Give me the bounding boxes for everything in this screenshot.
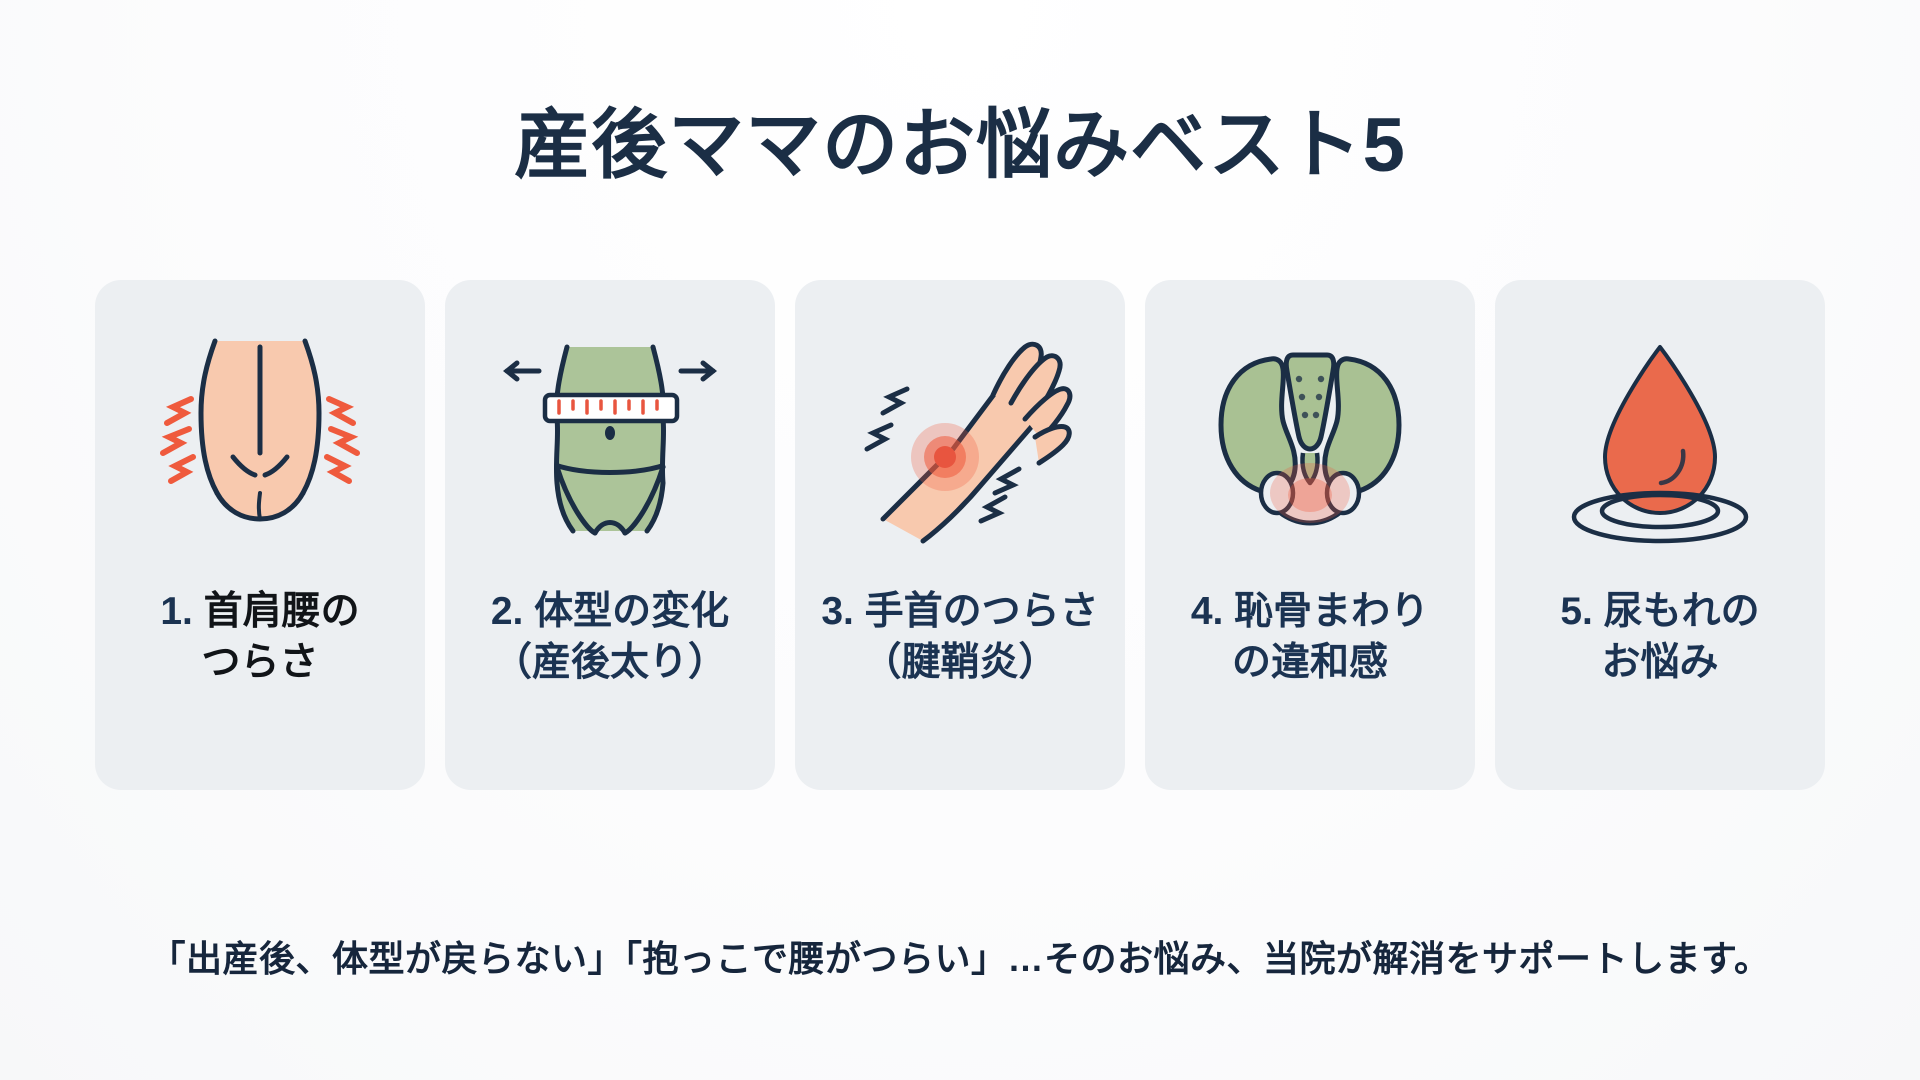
title-container: 産後ママのお悩みベスト5 xyxy=(0,104,1920,188)
concern-card-3[interactable]: 3. 手首のつらさ （腱鞘炎） xyxy=(795,279,1125,790)
concern-card-5-line2: お悩み xyxy=(1601,641,1719,685)
concern-card-4-line2: の違和感 xyxy=(1231,641,1388,685)
concern-card-2-line1: 体型の変化 xyxy=(523,589,730,633)
concern-card-1-number: 1. xyxy=(160,589,193,633)
waist-measuring-tape-icon xyxy=(485,326,735,556)
concern-card-5[interactable]: 5. 尿もれの お悩み xyxy=(1495,279,1825,790)
concern-card-4[interactable]: 4. 恥骨まわり の違和感 xyxy=(1145,279,1475,790)
concern-card-5-line1: 尿もれの xyxy=(1592,589,1760,633)
back-torso-pain-icon xyxy=(135,326,385,556)
concern-card-4-number: 4. xyxy=(1190,589,1224,633)
pelvis-bone-icon xyxy=(1185,326,1435,556)
footer-caption: 「出産後、体型が戻らない」「抱っこで腰がつらい」…そのお悩み、当院が解消をサポー… xyxy=(149,938,1771,979)
concern-card-1-line2: つらさ xyxy=(201,641,319,685)
wrist-pain-icon xyxy=(835,326,1085,556)
concern-card-2-line2: （産後太り） xyxy=(492,641,727,685)
concern-card-2[interactable]: 2. 体型の変化 （産後太り） xyxy=(445,279,775,790)
concern-card-4-label: 4. 恥骨まわり の違和感 xyxy=(1145,586,1475,690)
concern-card-2-label: 2. 体型の変化 （産後太り） xyxy=(445,586,775,690)
concern-card-2-number: 2. xyxy=(490,589,524,633)
concern-card-1-line1: 首肩腰の xyxy=(192,589,360,633)
concern-card-3-line2: （腱鞘炎） xyxy=(862,641,1058,685)
concern-card-5-number: 5. xyxy=(1560,589,1593,633)
concern-card-4-line1: 恥骨まわり xyxy=(1223,589,1430,633)
water-droplet-icon xyxy=(1535,326,1785,556)
concern-card-5-label: 5. 尿もれの お悩み xyxy=(1495,586,1825,690)
concern-card-1[interactable]: 1. 首肩腰の つらさ xyxy=(95,279,425,790)
concern-card-1-label: 1. 首肩腰の つらさ xyxy=(95,586,425,690)
concern-card-3-number: 3. xyxy=(821,589,854,633)
concern-card-3-line1: 手首のつらさ xyxy=(853,589,1099,633)
page-title: 産後ママのお悩みベスト5 xyxy=(514,103,1406,188)
concerns-card-list: 1. 首肩腰の つらさ xyxy=(95,279,1825,790)
concern-card-3-label: 3. 手首のつらさ （腱鞘炎） xyxy=(795,586,1125,690)
